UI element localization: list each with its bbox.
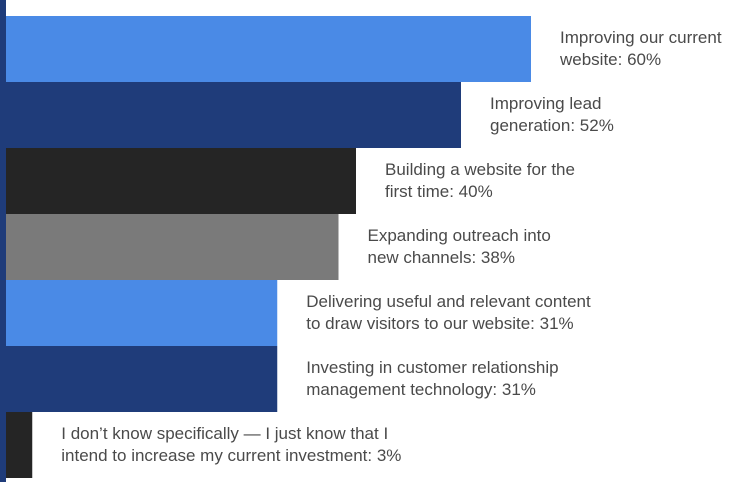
bar	[6, 214, 339, 280]
bar-label: Building a website for the first time: 40…	[385, 160, 575, 201]
bar-label-line: Improving lead	[490, 94, 602, 113]
bar	[6, 412, 33, 478]
bar-label: Delivering useful and relevant content to…	[306, 292, 591, 333]
bar-label-line: Expanding outreach into	[368, 226, 551, 245]
y-axis-strip	[0, 0, 6, 482]
bar-label-line: website: 60%	[559, 50, 661, 69]
bar-label-line: Investing in customer relationship	[306, 358, 558, 377]
bar-label-line: Improving our current	[560, 28, 722, 47]
bar	[6, 280, 278, 346]
bar-label-line: Delivering useful and relevant content	[306, 292, 591, 311]
bar-label: Investing in customer relationship manage…	[306, 358, 558, 399]
bar-label-line: intend to increase my current investment…	[61, 446, 401, 465]
bar-label-line: management technology: 31%	[306, 380, 536, 399]
bar-label: Improving lead generation: 52%	[490, 94, 614, 135]
bar-label: Improving our current website: 60%	[559, 28, 722, 69]
bar-label-line: Building a website for the	[385, 160, 575, 179]
bar	[6, 346, 278, 412]
bar	[6, 148, 356, 214]
bar-label-line: I don’t know specifically — I just know …	[61, 424, 388, 443]
bar	[6, 16, 531, 82]
bar-label-line: generation: 52%	[490, 116, 614, 135]
bar-label: I don’t know specifically — I just know …	[61, 424, 401, 465]
bar	[6, 82, 461, 148]
bar-label-line: to draw visitors to our website: 31%	[306, 314, 573, 333]
bar-label-line: new channels: 38%	[368, 248, 515, 267]
bar-label: Expanding outreach into new channels: 38%	[368, 226, 551, 267]
bar-label-line: first time: 40%	[385, 182, 493, 201]
